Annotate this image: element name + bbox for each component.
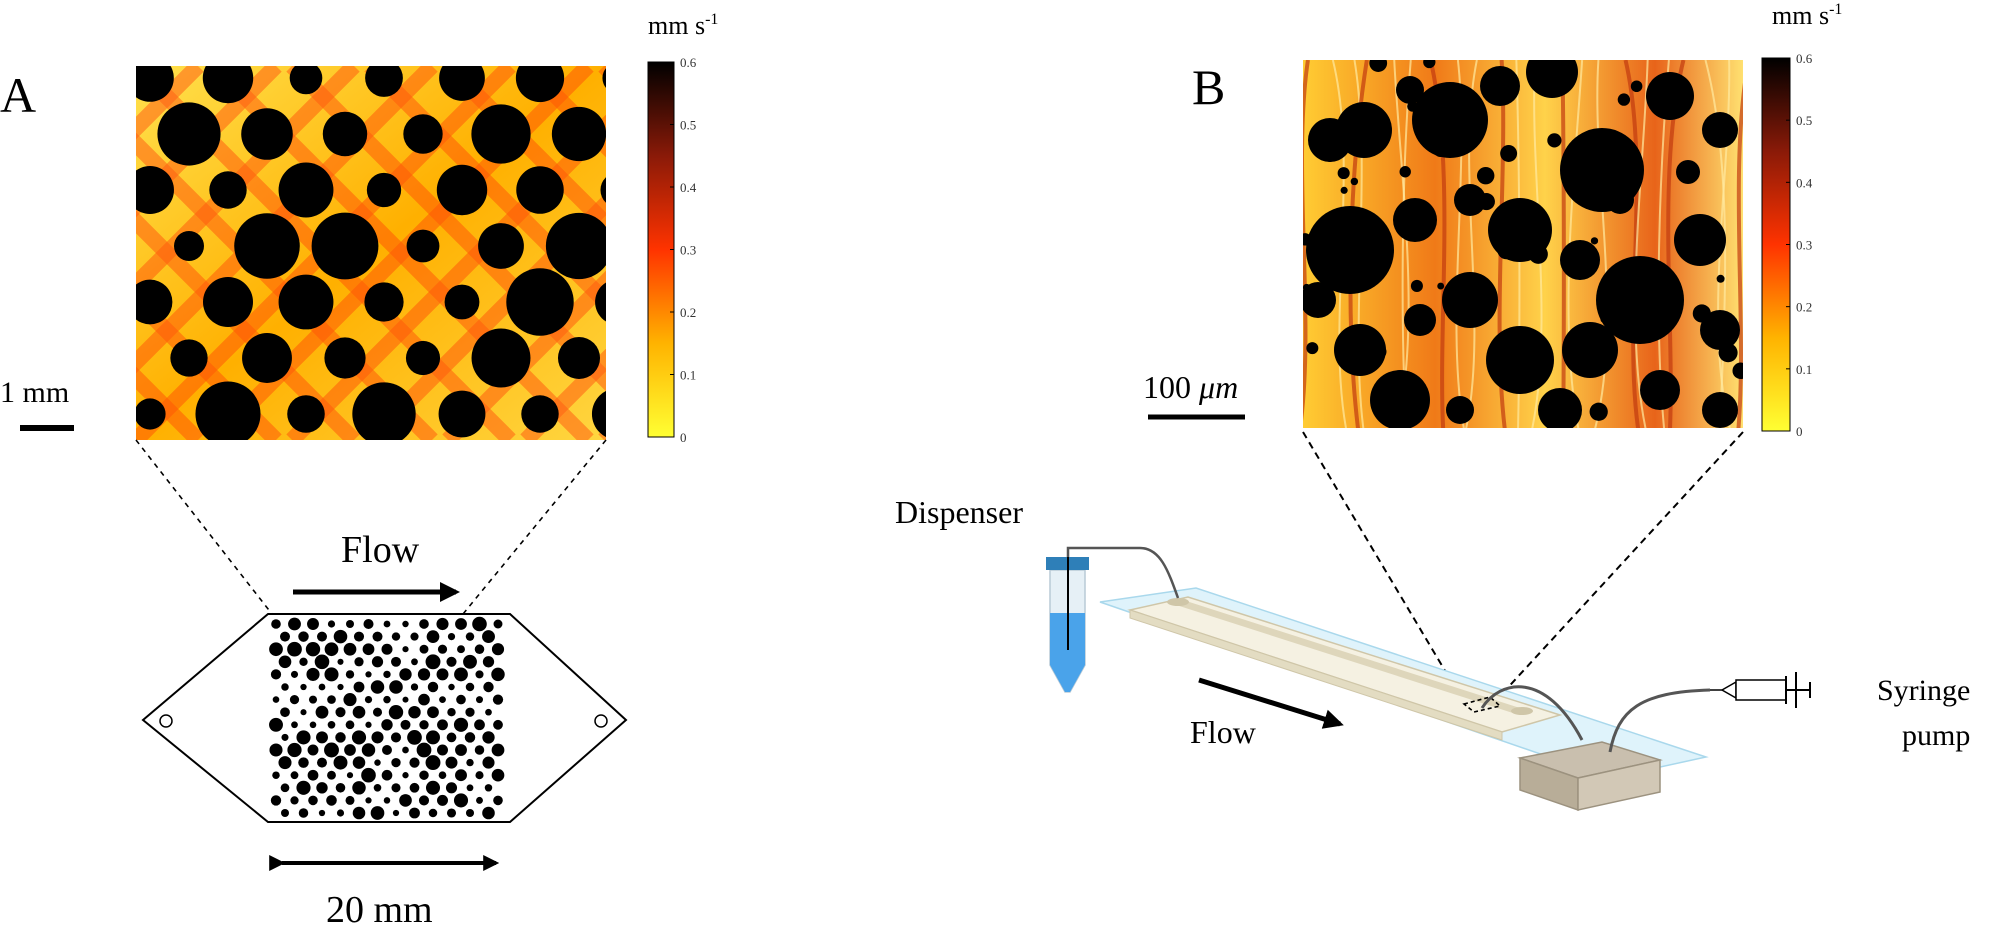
panel-a-colorbar-tick-label: 0.6 xyxy=(680,55,697,70)
panel-b-outlet-tube xyxy=(1480,685,1584,741)
panel-b-zoom-line-right xyxy=(1489,431,1744,708)
panel-b-colorbar-tick-label: 0.2 xyxy=(1796,300,1812,315)
panel-b-pump-label-line2: pump xyxy=(1902,719,1970,752)
panel-b-channel-chip xyxy=(1127,596,1563,733)
panel-b-reservoir-side xyxy=(1577,759,1661,811)
panel-b-velocity-map xyxy=(1303,60,1743,428)
panel-b-colorbar-tick-label: 0 xyxy=(1796,424,1803,439)
panel-a: A mm s-1 0.6 0.5 0.4 0.3 0.2 0.1 0 1 mm Flow 2… xyxy=(0,11,718,925)
panel-b-inlet xyxy=(1167,598,1189,606)
panel-b-zoom-region xyxy=(1462,696,1502,713)
panel-b-colorbar xyxy=(1761,57,1791,432)
panel-a-colorbar-tick-label: 0.5 xyxy=(680,118,696,133)
panel-a-device-outline xyxy=(141,613,628,823)
panel-b: B mm s-1 0.6 0.5 0.4 0.3 0.2 0.1 0 100 μm xyxy=(895,1,1970,812)
panel-b-flow-arrow xyxy=(1198,677,1344,729)
panel-a-colorbar-tick-label: 0.1 xyxy=(680,368,696,383)
panel-a-device-port-left xyxy=(159,714,173,728)
panel-b-syringe-tube xyxy=(1608,688,1711,753)
panel-b-flow-label: Flow xyxy=(1190,714,1256,750)
panel-b-channel-chip-side xyxy=(1129,609,1503,741)
panel-b-scalebar-label: 100 μm xyxy=(1143,369,1238,405)
panel-b-colorbar-tick-label: 0.4 xyxy=(1796,175,1813,190)
panel-b-syringe-icon xyxy=(1710,672,1811,708)
panel-b-dispenser-icon xyxy=(1046,557,1089,693)
panel-b-dispenser-label: Dispenser xyxy=(895,494,1023,530)
panel-b-dispenser-tube xyxy=(1066,546,1180,599)
panel-b-channel xyxy=(1170,599,1526,714)
panel-a-colorbar-tick-label: 0.2 xyxy=(680,305,696,320)
panel-a-scalebar-label: 1 mm xyxy=(0,376,69,409)
panel-b-colorbar-tick-label: 0.6 xyxy=(1796,51,1813,66)
panel-a-pillar-array xyxy=(269,616,505,820)
panel-b-colorbar-tick-label: 0.5 xyxy=(1796,113,1812,128)
panel-a-zoom-line-left xyxy=(135,439,273,615)
panel-a-zoom-line-right xyxy=(462,439,607,615)
panel-b-colorbar-unit: mm s-1 xyxy=(1772,1,1842,30)
panel-a-letter: A xyxy=(0,67,36,123)
panel-b-letter: B xyxy=(1192,59,1225,115)
panel-a-colorbar xyxy=(647,61,675,438)
panel-a-device-port-right xyxy=(594,714,608,728)
panel-a-width-label: 20 mm xyxy=(326,889,433,925)
panel-b-colorbar-tick-label: 0.3 xyxy=(1796,238,1812,253)
panel-a-colorbar-tick-label: 0 xyxy=(680,430,687,445)
panel-a-colorbar-tick-label: 0.4 xyxy=(680,180,697,195)
panel-b-outlet xyxy=(1511,707,1533,715)
panel-a-colorbar-unit: mm s-1 xyxy=(648,11,718,40)
panel-a-velocity-map xyxy=(136,66,606,440)
panel-a-flow-label: Flow xyxy=(341,529,420,571)
panel-b-zoom-line-left xyxy=(1302,431,1467,707)
panel-a-colorbar-tick-label: 0.3 xyxy=(680,243,696,258)
panel-b-colorbar-tick-label: 0.1 xyxy=(1796,362,1812,377)
panel-b-pump-label-line1: Syringe xyxy=(1877,674,1970,707)
